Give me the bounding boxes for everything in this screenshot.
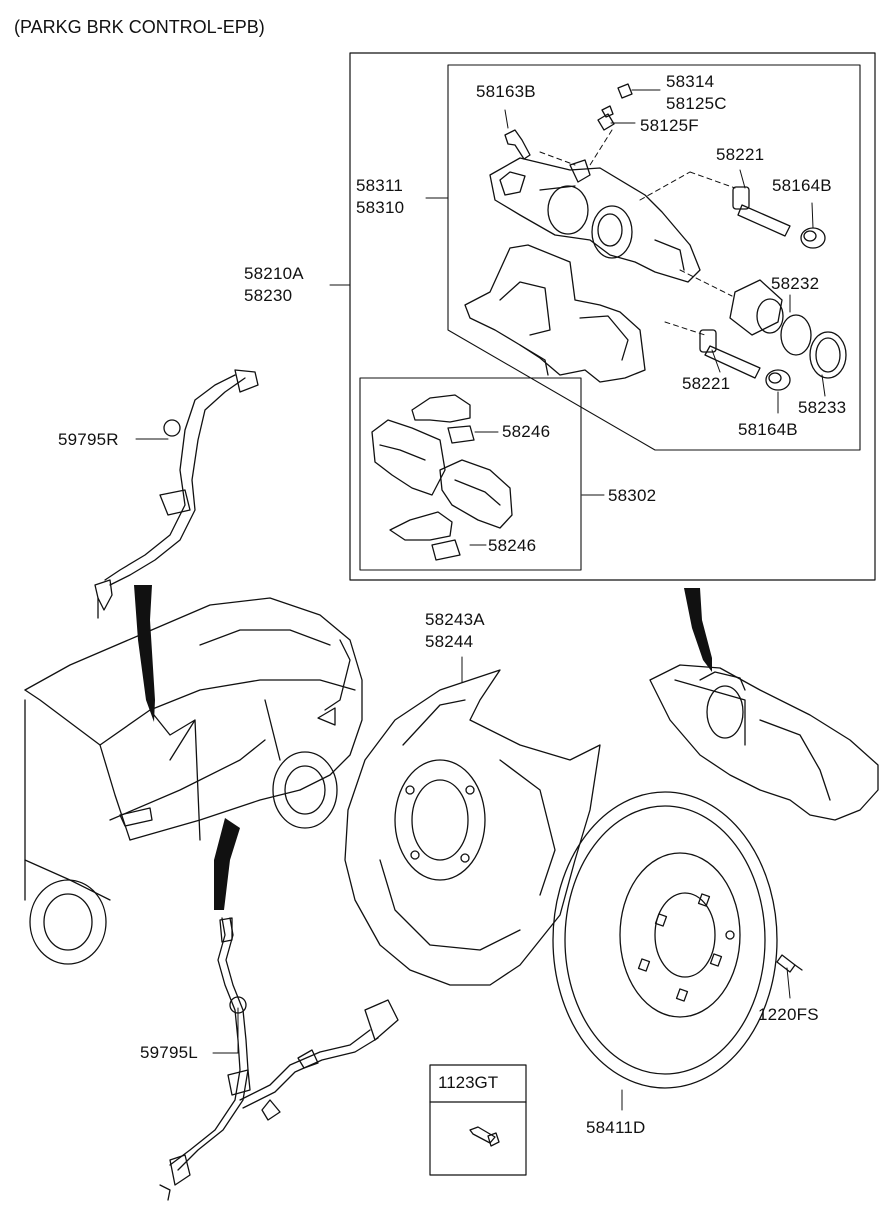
- bleeder-screw: [597, 83, 633, 131]
- caliper-installed: [649, 664, 879, 821]
- diagram-title: (PARKG BRK CONTROL-EPB): [14, 17, 265, 37]
- dust-shield: [344, 669, 601, 986]
- part-label-59795L: 59795L: [140, 1043, 198, 1062]
- part-label-58230: 58230: [244, 286, 293, 305]
- part-label-58246-top: 58246: [502, 422, 551, 441]
- piston-boot: [809, 331, 847, 379]
- part-label-58221-bottom: 58221: [682, 374, 731, 393]
- part-label-58311: 58311: [356, 176, 404, 195]
- part-label-58221-top: 58221: [716, 145, 765, 164]
- caliper-inner-frame: [447, 64, 861, 451]
- part-label-58243A: 58243A: [425, 610, 485, 629]
- part-label-58210A: 58210A: [244, 264, 304, 283]
- part-label-58302: 58302: [608, 486, 657, 505]
- brake-pad-outer: [439, 459, 513, 529]
- arrow-caliper: [684, 588, 712, 672]
- piston: [729, 279, 784, 336]
- part-label-58314: 58314: [666, 72, 715, 91]
- brake-pad-inner: [371, 419, 446, 496]
- arrow-left-sensor: [214, 818, 240, 910]
- part-label-58125F: 58125F: [640, 116, 699, 135]
- bolt-1123gt-frame: [429, 1064, 527, 1176]
- caliper-housing: [489, 157, 701, 283]
- sensor-harness-left: [159, 917, 399, 1201]
- guide-pin-bottom: [699, 329, 761, 379]
- part-label-58233: 58233: [798, 398, 847, 417]
- part-label-1123GT: 1123GT: [438, 1073, 499, 1092]
- part-label-58163B: 58163B: [476, 82, 536, 101]
- part-label-58232: 58232: [771, 274, 820, 293]
- pad-clip-top: [411, 394, 475, 444]
- piston-seal: [780, 314, 812, 356]
- guide-pin-top: [732, 186, 791, 237]
- part-label-58310: 58310: [356, 198, 405, 217]
- pin-boot-top: [800, 227, 826, 249]
- caliper-bracket: [464, 244, 646, 383]
- arrow-right-sensor: [134, 585, 155, 722]
- sensor-harness-right: [94, 369, 259, 619]
- bolt-1123gt-icon: [469, 1126, 500, 1147]
- pad-set-frame: [359, 377, 582, 571]
- brake-disc: [552, 791, 778, 1089]
- bracket-bolt: [504, 129, 531, 160]
- part-label-1220FS: 1220FS: [758, 1005, 819, 1024]
- part-label-58164B-bottom: 58164B: [738, 420, 798, 439]
- pointer-arrows: [134, 585, 712, 910]
- pin-boot-bottom: [765, 369, 791, 391]
- pad-clip-bottom: [389, 511, 461, 561]
- part-label-58244: 58244: [425, 632, 474, 651]
- vehicle-illustration: [24, 597, 363, 965]
- part-label-59795R: 59795R: [58, 430, 119, 449]
- part-label-58125C: 58125C: [666, 94, 727, 113]
- part-label-58246-bottom: 58246: [488, 536, 537, 555]
- part-label-58164B-top: 58164B: [772, 176, 832, 195]
- disc-screw-1220fs: [776, 954, 803, 973]
- part-label-58411D: 58411D: [586, 1118, 646, 1137]
- caliper-assembly-frame: [349, 52, 876, 581]
